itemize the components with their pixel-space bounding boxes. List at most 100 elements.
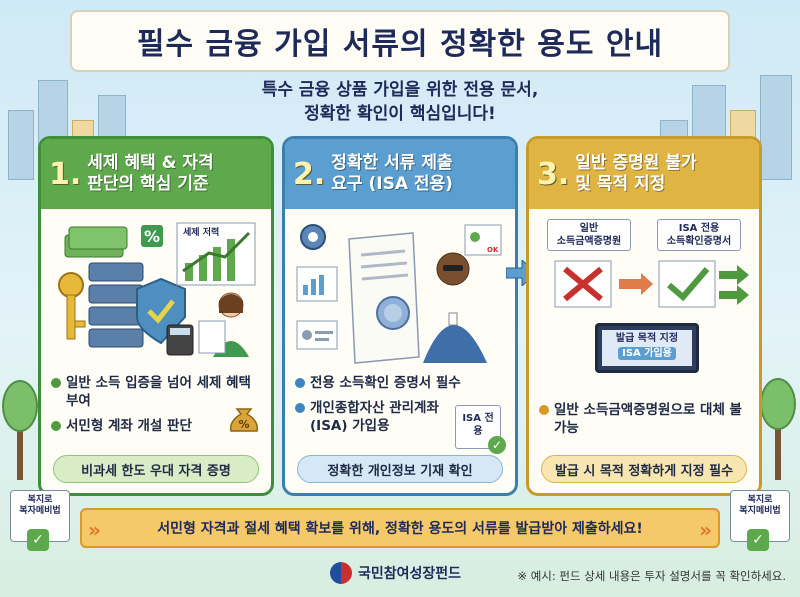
arrow-right-icon <box>719 265 749 285</box>
side-doc-right-line1: 복지로 <box>747 495 773 505</box>
bullet-text: 개인종합자산 관리계좌(ISA) 가입용 <box>310 400 439 434</box>
bullet-dot <box>539 405 549 415</box>
growth-chart-icon: 세제 저력 <box>176 222 256 286</box>
panel-number: 1. <box>49 156 82 192</box>
businessman-icon <box>423 252 487 363</box>
taeguk-logo-icon <box>330 562 352 584</box>
monitor-screen: 발급 목적 지정 ISA 가입용 <box>602 330 692 366</box>
panel-header: 1. 세제 혜택 & 자격 판단의 핵심 기준 <box>41 139 271 209</box>
side-doc-left-line2: 복자메비법 <box>19 506 61 516</box>
isa-doc-badge-text: ISA 전용 <box>462 413 494 437</box>
logo-text: 국민참여성장펀드 <box>358 566 462 582</box>
ok-label: OK <box>487 246 499 254</box>
tax-benefit-illustration: % 세제 저력 <box>58 222 256 357</box>
id-card-ok-icon: OK <box>464 224 502 256</box>
bullet-dot <box>295 378 305 388</box>
bullet-text: 서민형 계좌 개설 판단 <box>66 418 192 434</box>
key-icon <box>58 272 86 340</box>
panel-bullets: 일반 소득 입증을 넘어 세제 혜택 부여 서민형 계좌 개설 판단 <box>51 374 265 442</box>
panel-title-line2: 및 목적 지정 <box>575 174 666 194</box>
general-cert-line2: 소득금액증명원 <box>556 236 622 247</box>
bullet-item: 일반 소득 입증을 넘어 세제 혜택 부여 <box>51 374 265 410</box>
monitor-line1: 발급 목적 지정 <box>615 333 679 344</box>
panel-title: 세제 혜택 & 자격 판단의 핵심 기준 <box>87 153 213 195</box>
title-box: 필수 금융 가입 서류의 정확한 용도 안내 <box>70 10 730 72</box>
document-illustration: OK <box>296 224 502 364</box>
bullet-dot <box>51 378 61 388</box>
percent-badge <box>141 225 163 247</box>
panel-title-line2: 요구 (ISA 전용) <box>331 174 453 194</box>
general-cert-label: 일반 소득금액증명원 <box>547 219 631 251</box>
svg-text:%: % <box>238 418 249 431</box>
side-doc-left-line1: 복지로 <box>27 495 53 505</box>
bullet-text: 일반 소득금액증명원으로 대체 불가능 <box>554 402 742 436</box>
panel-footer: 비과세 한도 우대 자격 증명 <box>53 455 259 483</box>
panel-header: 3. 일반 증명원 불가 및 목적 지정 <box>529 139 759 209</box>
bullet-dot <box>295 403 305 413</box>
arrow-right-icon <box>619 273 653 295</box>
calculator-icon <box>166 324 194 356</box>
chart-label: 세제 저력 <box>183 226 219 238</box>
small-chart-window <box>296 266 338 302</box>
person-reading-icon <box>198 292 249 357</box>
bullet-item: 일반 소득금액증명원으로 대체 불가능 <box>539 401 753 437</box>
chevron-right-icon: » <box>699 518 712 542</box>
panel-title-line1: 일반 증명원 불가 <box>575 153 697 173</box>
panel-title: 정확한 서류 제출 요구 (ISA 전용) <box>331 153 453 195</box>
arrow-right-icon <box>719 285 749 305</box>
monitor-line2: ISA 가입용 <box>618 347 676 360</box>
isa-cert-line1: ISA 전용 <box>678 223 720 234</box>
isa-cert-line2: 소득확인증명서 <box>666 236 732 247</box>
footnote: ※ 예시: 펀드 상세 내용은 투자 설명서를 꼭 확인하세요. <box>517 569 786 583</box>
panel-title-line2: 판단의 핵심 기준 <box>87 174 209 194</box>
id-card-icon <box>296 320 338 350</box>
bullet-item: 개인종합자산 관리계좌(ISA) 가입용 <box>295 399 455 435</box>
isa-cert-label: ISA 전용 소득확인증명서 <box>657 219 741 251</box>
bullet-item: 서민형 계좌 개설 판단 <box>51 417 265 435</box>
document-compare-illustration <box>554 260 749 308</box>
document-icon <box>348 232 420 364</box>
money-stack-icon <box>64 226 128 258</box>
bullet-dot <box>51 421 61 431</box>
chevron-right-icon: » <box>88 518 101 542</box>
subtitle-line1: 특수 금융 상품 가입을 위한 전용 문서, <box>261 80 539 100</box>
check-icon: ✓ <box>488 436 506 454</box>
bullet-item: 전용 소득확인 증명서 필수 <box>295 374 509 392</box>
gear-icon <box>300 224 326 250</box>
page-title: 필수 금융 가입 서류의 정확한 용도 안내 <box>136 27 664 62</box>
check-document-icon <box>658 260 716 308</box>
isa-doc-badge: ISA 전용 ✓ <box>455 405 506 454</box>
side-doc-left: 복지로 복자메비법 ✓ <box>10 490 70 551</box>
panel-purpose-designation: 3. 일반 증명원 불가 및 목적 지정 일반 소득금액증명원 ISA 전용 소… <box>526 136 762 496</box>
side-doc-right-line2: 복지메비법 <box>739 506 781 516</box>
bullet-text: 전용 소득확인 증명서 필수 <box>310 375 461 391</box>
general-cert-line1: 일반 <box>579 223 599 234</box>
bullet-text: 일반 소득 입증을 넘어 세제 혜택 부여 <box>66 375 251 409</box>
fund-logo: 국민참여성장펀드 <box>330 562 461 584</box>
panel-number: 3. <box>537 156 570 192</box>
call-to-action-banner: » 서민형 자격과 절세 혜택 확보를 위해, 정확한 용도의 서류를 발급받아… <box>80 508 720 548</box>
side-doc-right: 복지로 복지메비법 ✓ <box>730 490 790 551</box>
panel-tax-benefit: 1. 세제 혜택 & 자격 판단의 핵심 기준 % 세제 <box>38 136 274 496</box>
panel-title-line1: 정확한 서류 제출 <box>331 153 453 173</box>
check-icon: ✓ <box>747 529 769 551</box>
panel-title-line1: 세제 혜택 & 자격 <box>87 153 214 173</box>
panel-footer: 발급 시 목적 정확하게 지정 필수 <box>541 455 747 483</box>
server-stack <box>88 262 144 348</box>
panel-document-submission: 2. 정확한 서류 제출 요구 (ISA 전용) <box>282 136 518 496</box>
monitor-icon: 발급 목적 지정 ISA 가입용 <box>595 323 699 373</box>
subtitle: 특수 금융 상품 가입을 위한 전용 문서, 정확한 확인이 핵심입니다! <box>0 78 800 126</box>
panel-title: 일반 증명원 불가 및 목적 지정 <box>575 153 696 195</box>
panel-bullets: 일반 소득금액증명원으로 대체 불가능 <box>539 401 753 444</box>
panel-header: 2. 정확한 서류 제출 요구 (ISA 전용) <box>285 139 515 209</box>
banner-text: 서민형 자격과 절세 혜택 확보를 위해, 정확한 용도의 서류를 발급받아 제… <box>157 521 643 537</box>
subtitle-line2: 정확한 확인이 핵심입니다! <box>304 104 496 124</box>
panel-footer: 정확한 개인정보 기재 확인 <box>297 455 503 483</box>
check-icon: ✓ <box>27 529 49 551</box>
panel-bullets: 전용 소득확인 증명서 필수 개인종합자산 관리계좌(ISA) 가입용 <box>295 374 509 442</box>
seal-icon <box>376 296 410 330</box>
percent-badge-text: % <box>144 227 160 246</box>
panel-number: 2. <box>293 156 326 192</box>
x-document-icon <box>554 260 612 308</box>
money-bag-icon: % <box>229 408 259 432</box>
